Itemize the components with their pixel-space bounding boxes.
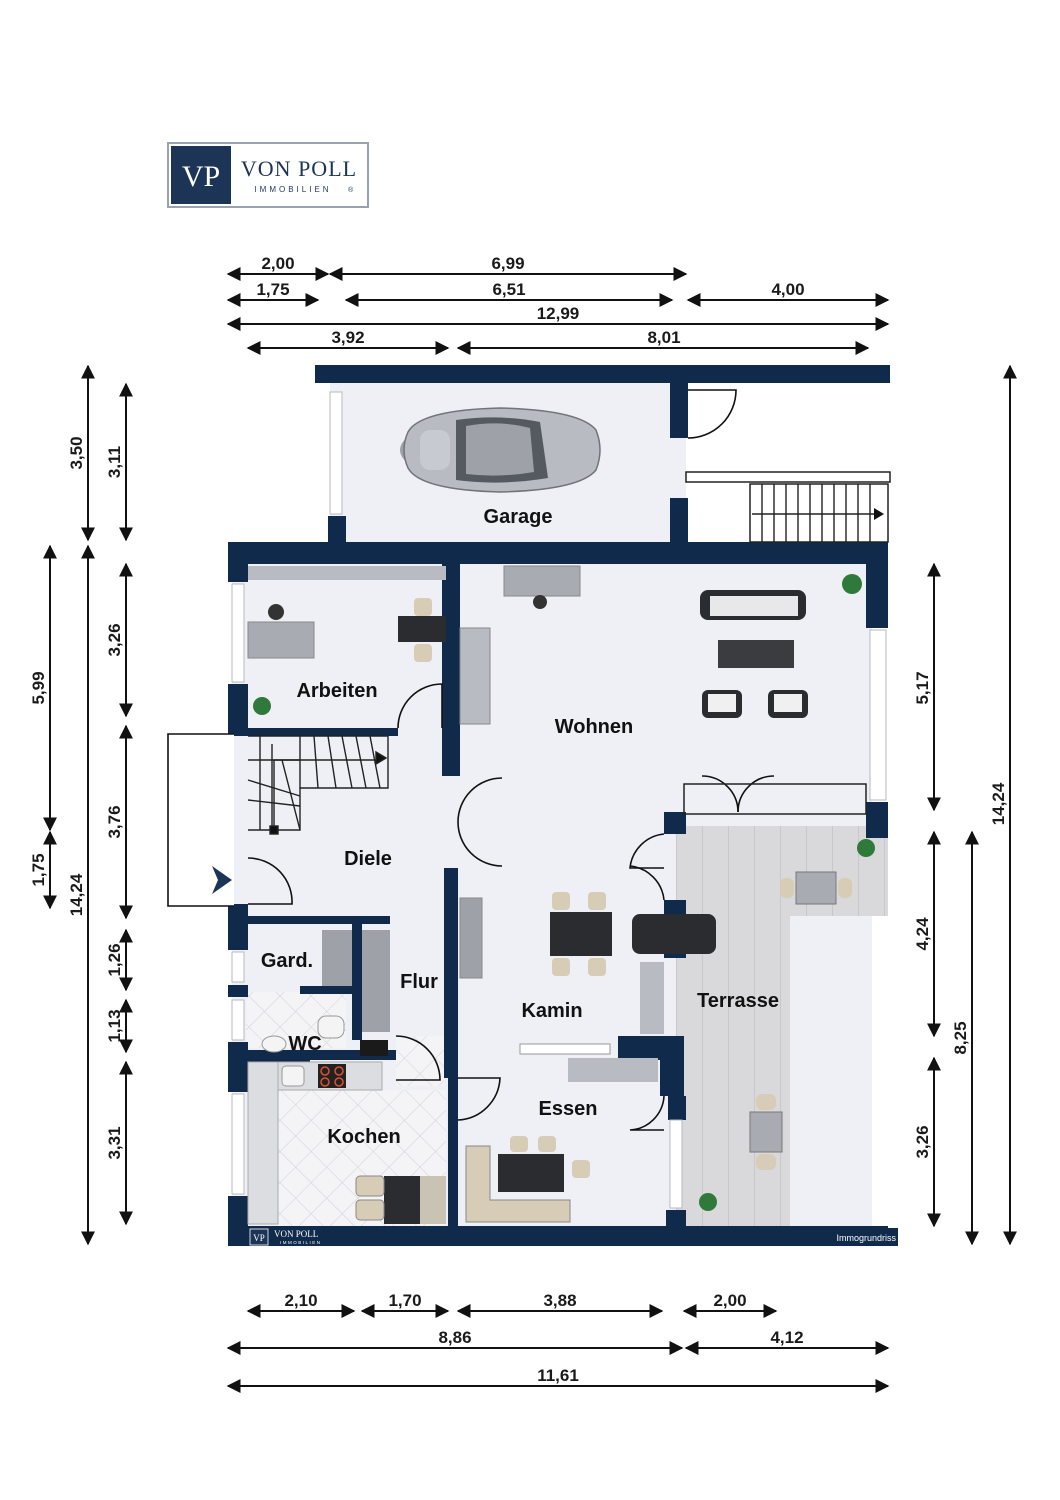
terrace-railing — [683, 783, 867, 815]
stairs-outside-garage — [685, 471, 891, 543]
dim-right-4-24: 4,24 — [913, 917, 932, 951]
room-label-kochen: Kochen — [327, 1126, 400, 1148]
dim-top-6-51: 6,51 — [492, 280, 525, 299]
dim-left-3-31: 3,31 — [105, 1126, 124, 1159]
dim-top-2-00: 2,00 — [261, 254, 294, 273]
plant-icon — [699, 1193, 717, 1211]
dim-left-3-76: 3,76 — [105, 805, 124, 838]
dim-right-5-17: 5,17 — [913, 671, 932, 704]
essen-bench — [465, 1136, 590, 1223]
plant-icons — [253, 574, 875, 1211]
dim-top-4-00: 4,00 — [771, 280, 804, 299]
logo-sub: IMMOBILIEN — [254, 185, 331, 194]
wardrobe — [322, 930, 390, 1056]
dim-top-8-01: 8,01 — [647, 328, 680, 347]
terrace-furniture — [749, 871, 852, 1170]
dim-left-3-26: 3,26 — [105, 623, 124, 656]
dim-top-1-75: 1,75 — [256, 280, 289, 299]
dimensions-left: 3,50 14,24 5,99 1,75 3,11 3,26 3,76 1,26… — [29, 364, 133, 1246]
room-label-garage: Garage — [484, 506, 553, 528]
room-label-kamin: Kamin — [521, 1000, 582, 1022]
sink-icon — [281, 1065, 305, 1087]
room-label-wc: WC — [288, 1033, 321, 1055]
arbeiten-desk — [247, 566, 446, 662]
dimensions-right: 5,17 4,24 3,26 8,25 14,24 — [913, 364, 1017, 1246]
dimensions-bottom: 2,10 1,70 3,88 2,00 8,86 4,12 11,61 — [226, 1291, 890, 1393]
footer-credit: Immogrundriss — [836, 1233, 896, 1243]
dim-right-14-24: 14,24 — [989, 782, 1008, 825]
footer-logo-monogram: VP — [253, 1233, 265, 1243]
dim-left-1-13: 1,13 — [105, 1009, 124, 1042]
dim-left-5-99: 5,99 — [29, 671, 48, 704]
hearth — [519, 962, 664, 1082]
room-label-wohnen: Wohnen — [555, 716, 634, 738]
dim-bottom-2-00: 2,00 — [713, 1291, 746, 1310]
brand-logo: VP VON POLL IMMOBILIEN ® — [167, 142, 369, 208]
dim-left-3-11: 3,11 — [105, 446, 124, 478]
stairs-interior — [247, 735, 389, 835]
wohnen-desk — [459, 565, 581, 725]
room-label-terrasse: Terrasse — [697, 990, 779, 1012]
footer-logo-name: VON POLL — [274, 1229, 318, 1239]
dim-bottom-4-12: 4,12 — [770, 1328, 803, 1347]
dim-right-8-25: 8,25 — [951, 1021, 970, 1054]
entrance-arrow-icon — [212, 866, 232, 894]
footer-logo-sub: IMMOBILIEN — [280, 1240, 322, 1245]
room-label-essen: Essen — [539, 1098, 598, 1120]
dim-top-12-99: 12,99 — [537, 304, 580, 323]
plant-icon — [857, 839, 875, 857]
kitchen-counter — [247, 1061, 383, 1225]
dim-bottom-2-10: 2,10 — [284, 1291, 317, 1310]
dim-left-3-50: 3,50 — [67, 436, 86, 469]
room-labels: Garage Arbeiten Wohnen Diele Gard. Flur … — [261, 506, 779, 1148]
dim-left-14-24: 14,24 — [67, 873, 86, 916]
logo-monogram: VP — [182, 160, 220, 193]
dim-left-1-26: 1,26 — [105, 943, 124, 976]
room-label-diele: Diele — [344, 848, 392, 870]
dim-bottom-1-70: 1,70 — [388, 1291, 421, 1310]
dim-left-1-75: 1,75 — [29, 853, 48, 886]
dimensions-top: 2,00 6,99 1,75 6,51 4,00 12,99 3,92 8,01 — [226, 254, 890, 355]
dim-right-3-26: 3,26 — [913, 1125, 932, 1158]
plant-icon — [842, 574, 862, 594]
dim-bottom-8-86: 8,86 — [438, 1328, 471, 1347]
room-label-flur: Flur — [400, 971, 438, 993]
kamin-dining-table — [459, 892, 716, 979]
kitchen-table — [355, 1175, 446, 1224]
logo-registered: ® — [348, 186, 354, 194]
entrance — [167, 733, 234, 907]
windows — [231, 391, 887, 1209]
office-chair-icon — [268, 604, 284, 620]
dim-top-3-92: 3,92 — [331, 328, 364, 347]
dim-bottom-3-88: 3,88 — [543, 1291, 576, 1310]
doors — [247, 389, 775, 1131]
wc-fixtures — [261, 1015, 345, 1053]
dim-top-6-99: 6,99 — [491, 254, 524, 273]
room-label-arbeiten: Arbeiten — [296, 680, 377, 702]
logo-name: VON POLL — [241, 156, 357, 181]
dim-bottom-11-61: 11,61 — [537, 1366, 579, 1385]
room-label-gard: Gard. — [261, 950, 313, 972]
plant-icon — [253, 697, 271, 715]
car-icon — [400, 407, 601, 493]
footer-bar: VP VON POLL IMMOBILIEN Immogrundriss — [228, 1228, 898, 1246]
living-sofa — [700, 590, 808, 718]
fireplace-icon — [632, 914, 716, 954]
